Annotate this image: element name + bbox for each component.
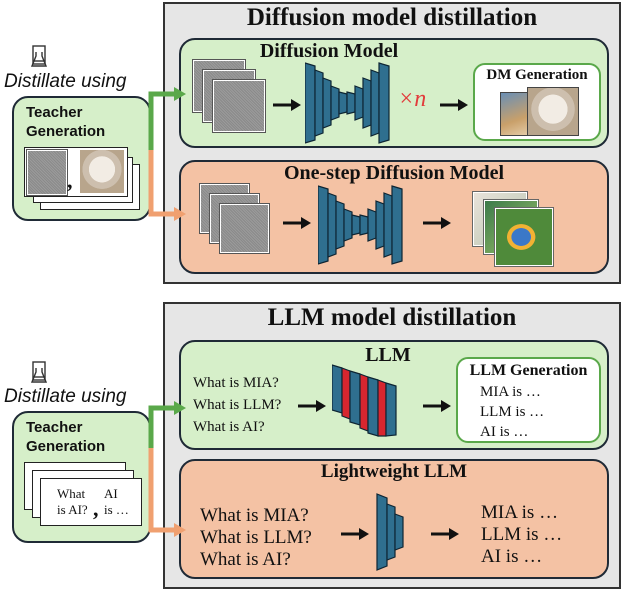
arrow-icon [283, 217, 311, 229]
distill-connector-arrows [148, 87, 186, 221]
llm-prompt: What is MIA? [193, 375, 279, 391]
onestep-diffusion-title: One-step Diffusion Model [284, 162, 504, 184]
llm-output: MIA is … [480, 384, 541, 400]
noise-image-stack-item [213, 80, 265, 132]
dm-generation-title: DM Generation [486, 67, 588, 83]
lightweight-prompt: What is LLM? [200, 527, 312, 548]
teacher-card-question: What is AI? [57, 486, 88, 517]
flask-icon [30, 45, 48, 67]
arrow-icon [423, 217, 451, 229]
noise-image-stack-item [220, 204, 269, 253]
llm-generation-box [456, 357, 601, 443]
flask-icon [30, 361, 48, 383]
llm-panel-title: LLM model distillation [267, 304, 517, 331]
arrow-icon [440, 99, 468, 111]
onestep-network-icon [318, 185, 403, 265]
lightweight-network-icon [376, 493, 404, 571]
llm-title: LLM [365, 344, 411, 366]
teacher-card [40, 478, 142, 526]
distill-using-label: Distillate using [4, 71, 127, 92]
cat-image-thumb [527, 87, 579, 136]
arrow-icon [431, 528, 459, 540]
llm-prompt: What is AI? [193, 419, 265, 435]
lightweight-output: MIA is … [481, 502, 559, 523]
comma-separator: , [67, 168, 73, 193]
distill-using-label: Distillate using [4, 386, 127, 407]
arrow-icon [341, 528, 369, 540]
diffusion-network-icon [305, 62, 390, 144]
teacher-card-answer: AI is … [104, 486, 129, 517]
bird-image-thumb [495, 208, 553, 266]
teacher-generation-title: Teacher Generation [26, 419, 106, 455]
comma-separator: , [93, 496, 99, 521]
lightweight-prompt: What is MIA? [200, 505, 309, 526]
llm-generation-title: LLM Generation [469, 362, 588, 379]
arrow-icon [298, 400, 326, 412]
llm-output: LLM is … [480, 404, 545, 420]
lightweight-llm-title: Lightweight LLM [320, 461, 468, 482]
teacher-generation-title: Teacher Generation [26, 104, 106, 140]
distill-connector-arrows [148, 401, 186, 537]
lightweight-output: LLM is … [481, 524, 563, 545]
llm-network-icon [332, 364, 397, 437]
diffusion-model-title: Diffusion Model [259, 40, 399, 62]
llm-output: AI is … [480, 424, 529, 440]
arrow-icon [273, 99, 301, 111]
lightweight-prompt: What is AI? [200, 549, 291, 570]
diffusion-panel-title: Diffusion model distillation [246, 4, 538, 31]
llm-prompt: What is LLM? [193, 397, 282, 413]
lightweight-output: AI is … [481, 546, 543, 567]
noise-image-thumb [27, 150, 67, 195]
arrow-icon [423, 400, 451, 412]
times-n-label: ×n [398, 86, 427, 112]
cat-image-thumb [80, 150, 124, 193]
